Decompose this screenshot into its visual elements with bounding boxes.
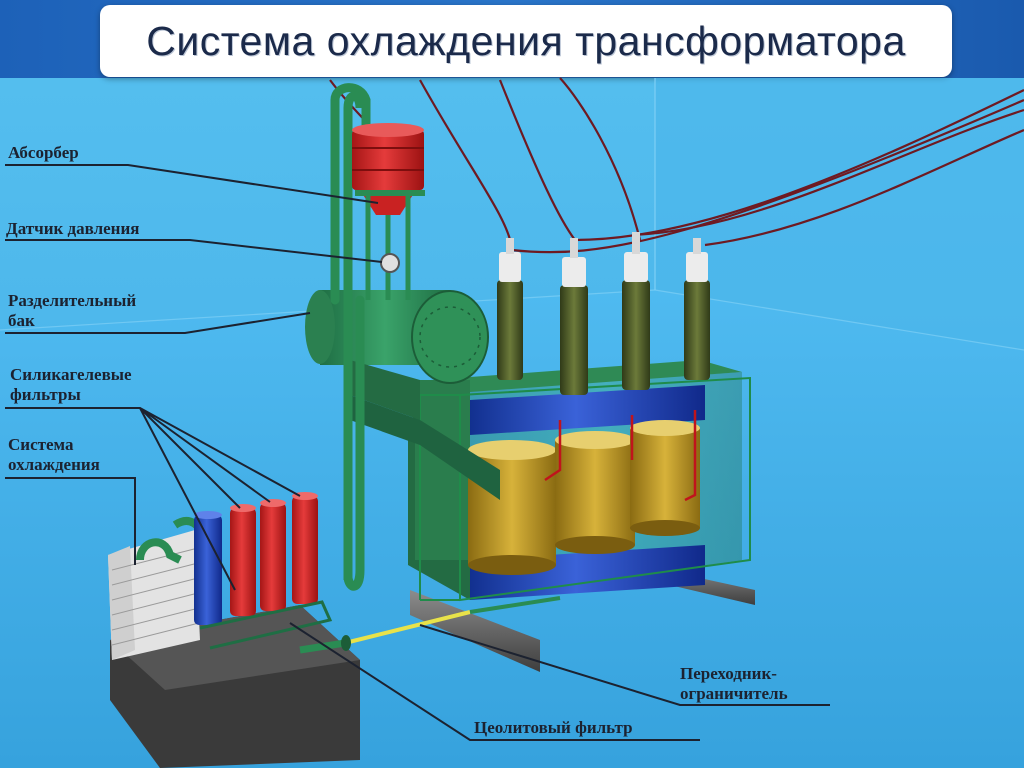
label-silica-filters: Силикагелевые фильтры [10,365,132,405]
label-cooling-system: Система охлаждения [8,435,100,475]
title-box: Система охлаждения трансформатора [100,5,952,77]
label-cooling-line2: охлаждения [8,455,100,474]
label-adapter-line2: ограничитель [680,684,788,703]
label-absorber: Абсорбер [8,143,79,162]
coil-3 [630,420,700,536]
pressure-gauge-icon [380,253,400,273]
connecting-pipe [299,596,561,654]
cooling-unit [108,492,360,768]
absorber-assembly [330,83,425,591]
separator-tank [305,290,500,500]
bushings [497,232,710,395]
coil-1 [468,440,556,575]
label-cooling-line1: Система [8,435,74,454]
overhead-wires [329,77,1024,254]
page-title: Система охлаждения трансформатора [146,17,906,64]
label-separator-tank: Разделительный бак [8,291,136,331]
bushing-4 [684,238,710,380]
label-separator-line1: Разделительный [8,291,137,310]
radiator-fins [108,530,200,660]
label-zeolite-filter: Цеолитовый фильтр [474,718,633,737]
label-adapter-line1: Переходник- [680,664,777,683]
windings [468,410,700,575]
label-silica-line2: фильтры [10,385,81,404]
bushing-3 [622,232,650,390]
label-adapter-limiter: Переходник- ограничитель [680,664,788,704]
label-silica-line1: Силикагелевые [10,365,132,384]
leader-lines [5,164,830,741]
back-wall-right [655,78,1024,350]
label-pressure-sensor: Датчик давления [6,219,140,238]
coil-2 [555,431,635,554]
label-separator-line2: бак [8,311,35,330]
silica-filters [194,492,333,650]
bushing-1 [497,238,523,380]
bushing-2 [560,238,588,395]
